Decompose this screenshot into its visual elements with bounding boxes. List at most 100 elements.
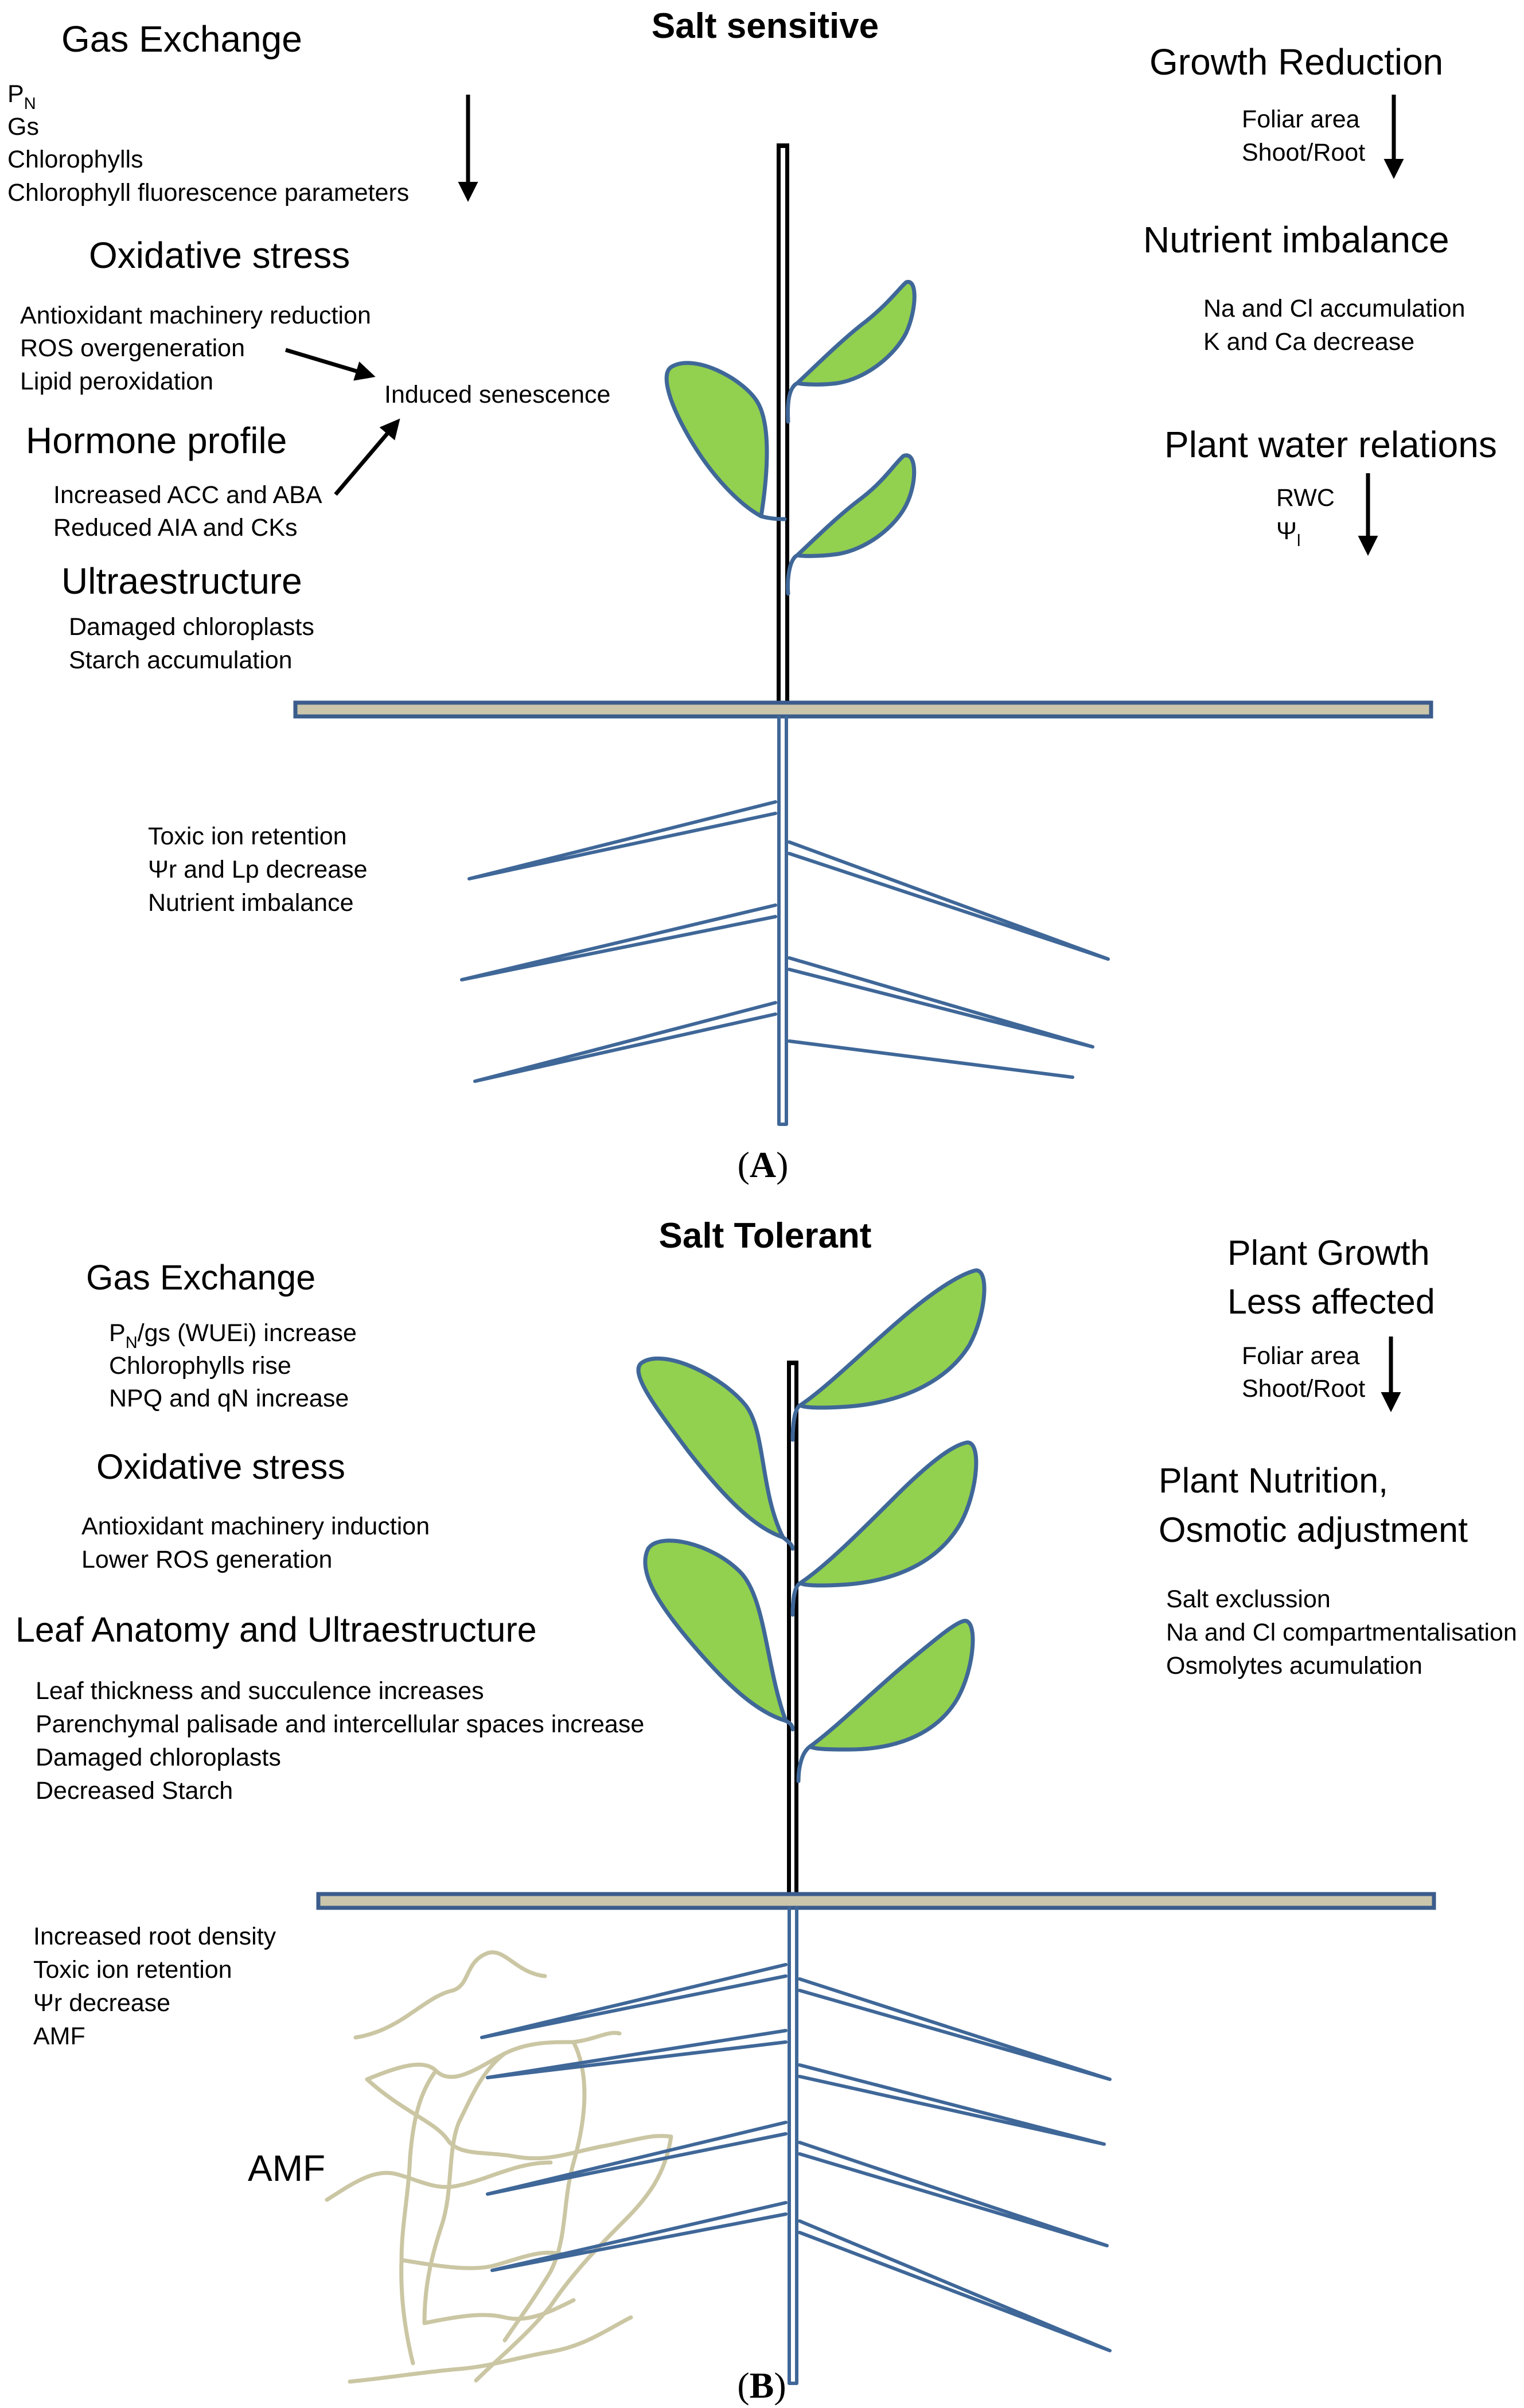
leaf [636,1356,785,1540]
to-senescence-arrow [284,348,376,381]
root-branch [788,956,1094,1049]
nutrient-item: K and Ca decrease [1203,328,1414,356]
root-branch [788,840,1110,961]
root-note: Nutrient imbalance [148,889,354,917]
ground-line [316,1892,1436,1910]
psi-l-label: Ψl [1276,517,1300,550]
panel-a-nutrient-imbalance: Nutrient imbalance Na and Cl accumulatio… [1143,219,1465,356]
plant-nutrition-heading: Plant Nutrition, [1159,1461,1388,1500]
oxidative-stress-heading: Oxidative stress [89,235,350,276]
nutrition-item: Salt exclussion [1166,1585,1331,1613]
root-branch [788,1039,1074,1079]
panel-a: Salt sensitive Gas Exchange PN Gs Chloro… [7,6,1497,1185]
induced-senescence-label: Induced senescence [384,381,610,408]
ultrastructure-heading: Ultraestructure [61,560,302,602]
oxidative-item: Antioxidant machinery induction [81,1513,430,1540]
petiole [759,514,787,521]
panel-b-caption: (B) [737,2365,786,2406]
fluorescence-label: Chlorophyll fluorescence parameters [7,179,409,206]
plant-growth-heading: Plant Growth [1227,1233,1430,1272]
oxidative-stress-heading: Oxidative stress [96,1447,345,1486]
main-root [788,1906,798,2385]
oxidative-item: ROS overgeneration [20,334,245,362]
pn-label: PN [7,80,36,113]
petiole [784,1719,795,1732]
anatomy-item: Leaf thickness and succulence increases [36,1677,484,1705]
panel-b-leaf-anatomy: Leaf Anatomy and Ultraestructure Leaf th… [15,1610,644,1805]
root-branch [460,903,777,981]
root-branch [798,2141,1109,2247]
roots [460,715,1110,1126]
petiole [796,1744,812,1783]
panel-b-plant-growth: Plant Growth Less affected Foliar area S… [1227,1233,1435,1412]
chlorophylls-label: Chlorophylls rise [109,1352,291,1380]
gas-exchange-heading: Gas Exchange [61,18,302,60]
leaf [795,453,917,558]
ground-line [293,700,1433,719]
panel-a-water-relations: Plant water relations RWC Ψl [1164,424,1497,556]
panel-b-title: Salt Tolerant [659,1216,872,1256]
root-note: AMF [33,2023,85,2050]
foliar-area-label: Foliar area [1242,106,1360,133]
chlorophylls-label: Chlorophylls [7,146,143,173]
panel-a-caption: (A) [738,1144,789,1185]
roots [480,1906,1112,2385]
petiole [790,1581,802,1617]
shoot-root-label: Shoot/Root [1242,139,1365,166]
osmotic-adjustment-heading: Osmotic adjustment [1159,1510,1468,1549]
gs-label: Gs [7,113,39,141]
shoot-root-label: Shoot/Root [1242,1375,1365,1402]
petiole [781,1535,795,1551]
root-branch [467,800,777,880]
panel-a-growth-reduction: Growth Reduction Foliar area Shoot/Root [1149,41,1443,179]
ultrastructure-item: Damaged chloroplasts [69,613,314,641]
nutrition-item: Osmolytes acumulation [1166,1652,1422,1680]
plant-b [316,1268,1436,2385]
root-branch [473,1001,777,1083]
root-branch [798,2219,1112,2352]
root-branch [486,2029,788,2079]
root-note: Increased root density [33,1923,276,1950]
gas-exchange-heading: Gas Exchange [86,1258,315,1297]
root-branch [490,2201,788,2272]
amf-label: AMF [248,2148,325,2189]
foliar-area-label: Foliar area [1242,1342,1360,1370]
root-note: Ψr decrease [33,1989,170,2017]
nutrition-item: Na and Cl compartmentalisation [1166,1619,1517,1646]
root-note: Toxic ion retention [33,1956,232,1984]
leaf [808,1619,975,1752]
leaf [798,1440,979,1588]
plant-a [293,143,1433,1126]
nutrient-item: Na and Cl accumulation [1203,295,1465,322]
panel-a-title: Salt sensitive [652,6,879,46]
panel-a-gas-exchange: Gas Exchange PN Gs Chlorophylls Chloroph… [7,18,478,206]
leaf-anatomy-heading: Leaf Anatomy and Ultraestructure [15,1610,537,1649]
panel-a-root-notes: Toxic ion retention Ψr and Lp decrease N… [148,823,368,917]
oxidative-item: Lipid peroxidation [20,368,213,395]
panel-b-plant-nutrition: Plant Nutrition, Osmotic adjustment Salt… [1159,1461,1517,1680]
root-branch [798,2063,1106,2146]
oxidative-item: Lower ROS generation [81,1546,332,1573]
hormone-profile-heading: Hormone profile [26,420,287,461]
anatomy-item: Decreased Starch [36,1777,233,1805]
root-branch [798,1977,1112,2081]
pn-gs-label: PN/gs (WUEi) increase [109,1319,357,1352]
root-branch [480,1963,788,2039]
panel-a-ultrastructure: Ultraestructure Damaged chloroplasts Sta… [61,560,314,674]
nutrient-imbalance-heading: Nutrient imbalance [1143,219,1449,260]
root-note: Toxic ion retention [148,823,347,850]
less-affected-heading: Less affected [1227,1282,1435,1321]
petiole [786,381,800,424]
root-branch [486,2121,788,2196]
npq-label: NPQ and qN increase [109,1385,349,1412]
panel-a-hormone-profile: Hormone profile Increased ACC and ABA Re… [26,418,400,541]
anatomy-item: Parenchymal palisade and intercellular s… [36,1710,644,1738]
hormone-item: Increased ACC and ABA [53,481,322,509]
petiole [786,553,800,596]
leaf [798,1268,987,1410]
panel-b-gas-exchange: Gas Exchange PN/gs (WUEi) increase Chlor… [86,1258,357,1412]
to-senescence-arrow [334,418,400,496]
leaf [795,280,917,387]
growth-reduction-heading: Growth Reduction [1149,41,1443,83]
oxidative-item: Antioxidant machinery reduction [20,302,371,329]
